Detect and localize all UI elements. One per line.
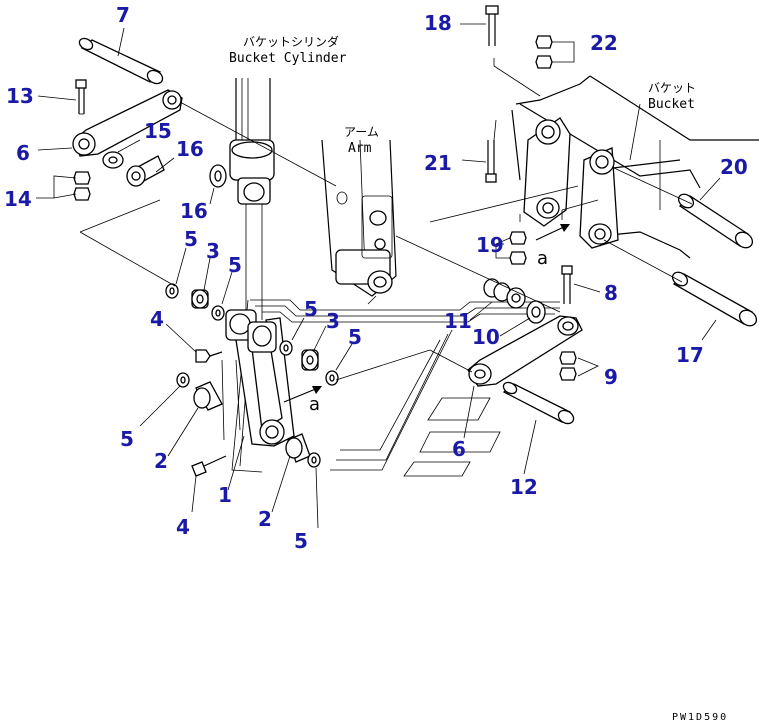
right-hardware bbox=[279, 340, 339, 468]
callout-13: 13 bbox=[6, 84, 34, 108]
reference-arrows bbox=[283, 224, 570, 403]
link-6-lower bbox=[467, 315, 583, 387]
callout-16-upper: 16 bbox=[176, 137, 204, 161]
washer-16 bbox=[209, 164, 227, 188]
bolt-13 bbox=[75, 79, 87, 115]
callout-15: 15 bbox=[144, 119, 172, 143]
callout-6-upper: 6 bbox=[16, 141, 30, 165]
callout-2-left: 2 bbox=[154, 449, 168, 473]
bucket-cylinder bbox=[229, 78, 275, 320]
bucket-en-label: Bucket bbox=[648, 97, 695, 112]
pin-7 bbox=[78, 37, 164, 85]
callout-1: 1 bbox=[218, 483, 232, 507]
nuts-9 bbox=[559, 351, 577, 381]
callout-3-left: 3 bbox=[206, 239, 220, 263]
callout-17: 17 bbox=[676, 343, 704, 367]
bucket-cylinder-en-label: Bucket Cylinder bbox=[229, 51, 347, 66]
pin-17 bbox=[671, 271, 758, 327]
arm-jp-label: アーム bbox=[344, 125, 379, 139]
callout-6-lower: 6 bbox=[452, 437, 466, 461]
callout-20: 20 bbox=[720, 155, 748, 179]
callout-numbers: 7 13 6 15 16 14 16 5 3 5 4 5 3 5 5 2 1 4… bbox=[4, 3, 748, 553]
drawing-code: PW1D590 bbox=[672, 712, 728, 723]
callout-5-c: 5 bbox=[304, 297, 318, 321]
callout-22: 22 bbox=[590, 31, 618, 55]
pin-12 bbox=[502, 381, 575, 425]
callout-10: 10 bbox=[472, 325, 500, 349]
callout-8: 8 bbox=[604, 281, 618, 305]
leader-lines bbox=[79, 58, 693, 381]
callout-14: 14 bbox=[4, 187, 32, 211]
bushing-16 bbox=[126, 155, 165, 187]
callout-5-f: 5 bbox=[294, 529, 308, 553]
nuts-14 bbox=[73, 171, 91, 201]
callout-2-right: 2 bbox=[258, 507, 272, 531]
reference-mark-a-left: a bbox=[309, 394, 320, 415]
upper-right-hardware bbox=[485, 5, 553, 265]
pin-20 bbox=[677, 193, 754, 249]
bolt-8 bbox=[561, 265, 573, 304]
callout-9: 9 bbox=[604, 365, 618, 389]
callout-5-b: 5 bbox=[228, 253, 242, 277]
callout-18: 18 bbox=[424, 11, 452, 35]
arm bbox=[321, 139, 397, 297]
bucket-jp-label: バケット bbox=[648, 81, 696, 95]
callout-7: 7 bbox=[116, 3, 130, 27]
bucket bbox=[511, 75, 759, 259]
reference-mark-a-right: a bbox=[537, 248, 548, 269]
spacer-15 bbox=[102, 151, 124, 169]
link-6-upper bbox=[72, 89, 183, 157]
bucket-cylinder-jp-label: バケットシリンダ bbox=[243, 34, 339, 49]
callout-4-upper: 4 bbox=[150, 307, 164, 331]
callout-4-lower: 4 bbox=[176, 515, 190, 539]
callout-pointers bbox=[36, 23, 721, 529]
callout-5-e: 5 bbox=[120, 427, 134, 451]
callout-5-d: 5 bbox=[348, 325, 362, 349]
h-link bbox=[221, 309, 295, 447]
callout-12: 12 bbox=[510, 475, 538, 499]
callout-16-lower: 16 bbox=[180, 199, 208, 223]
left-hardware bbox=[165, 283, 227, 477]
callout-3-right: 3 bbox=[326, 309, 340, 333]
callout-11: 11 bbox=[444, 309, 472, 333]
spacers-11-10 bbox=[483, 278, 546, 324]
callout-19: 19 bbox=[476, 233, 504, 257]
callout-5-a: 5 bbox=[184, 227, 198, 251]
arm-en-label: Arm bbox=[348, 141, 372, 156]
callout-21: 21 bbox=[424, 151, 452, 175]
